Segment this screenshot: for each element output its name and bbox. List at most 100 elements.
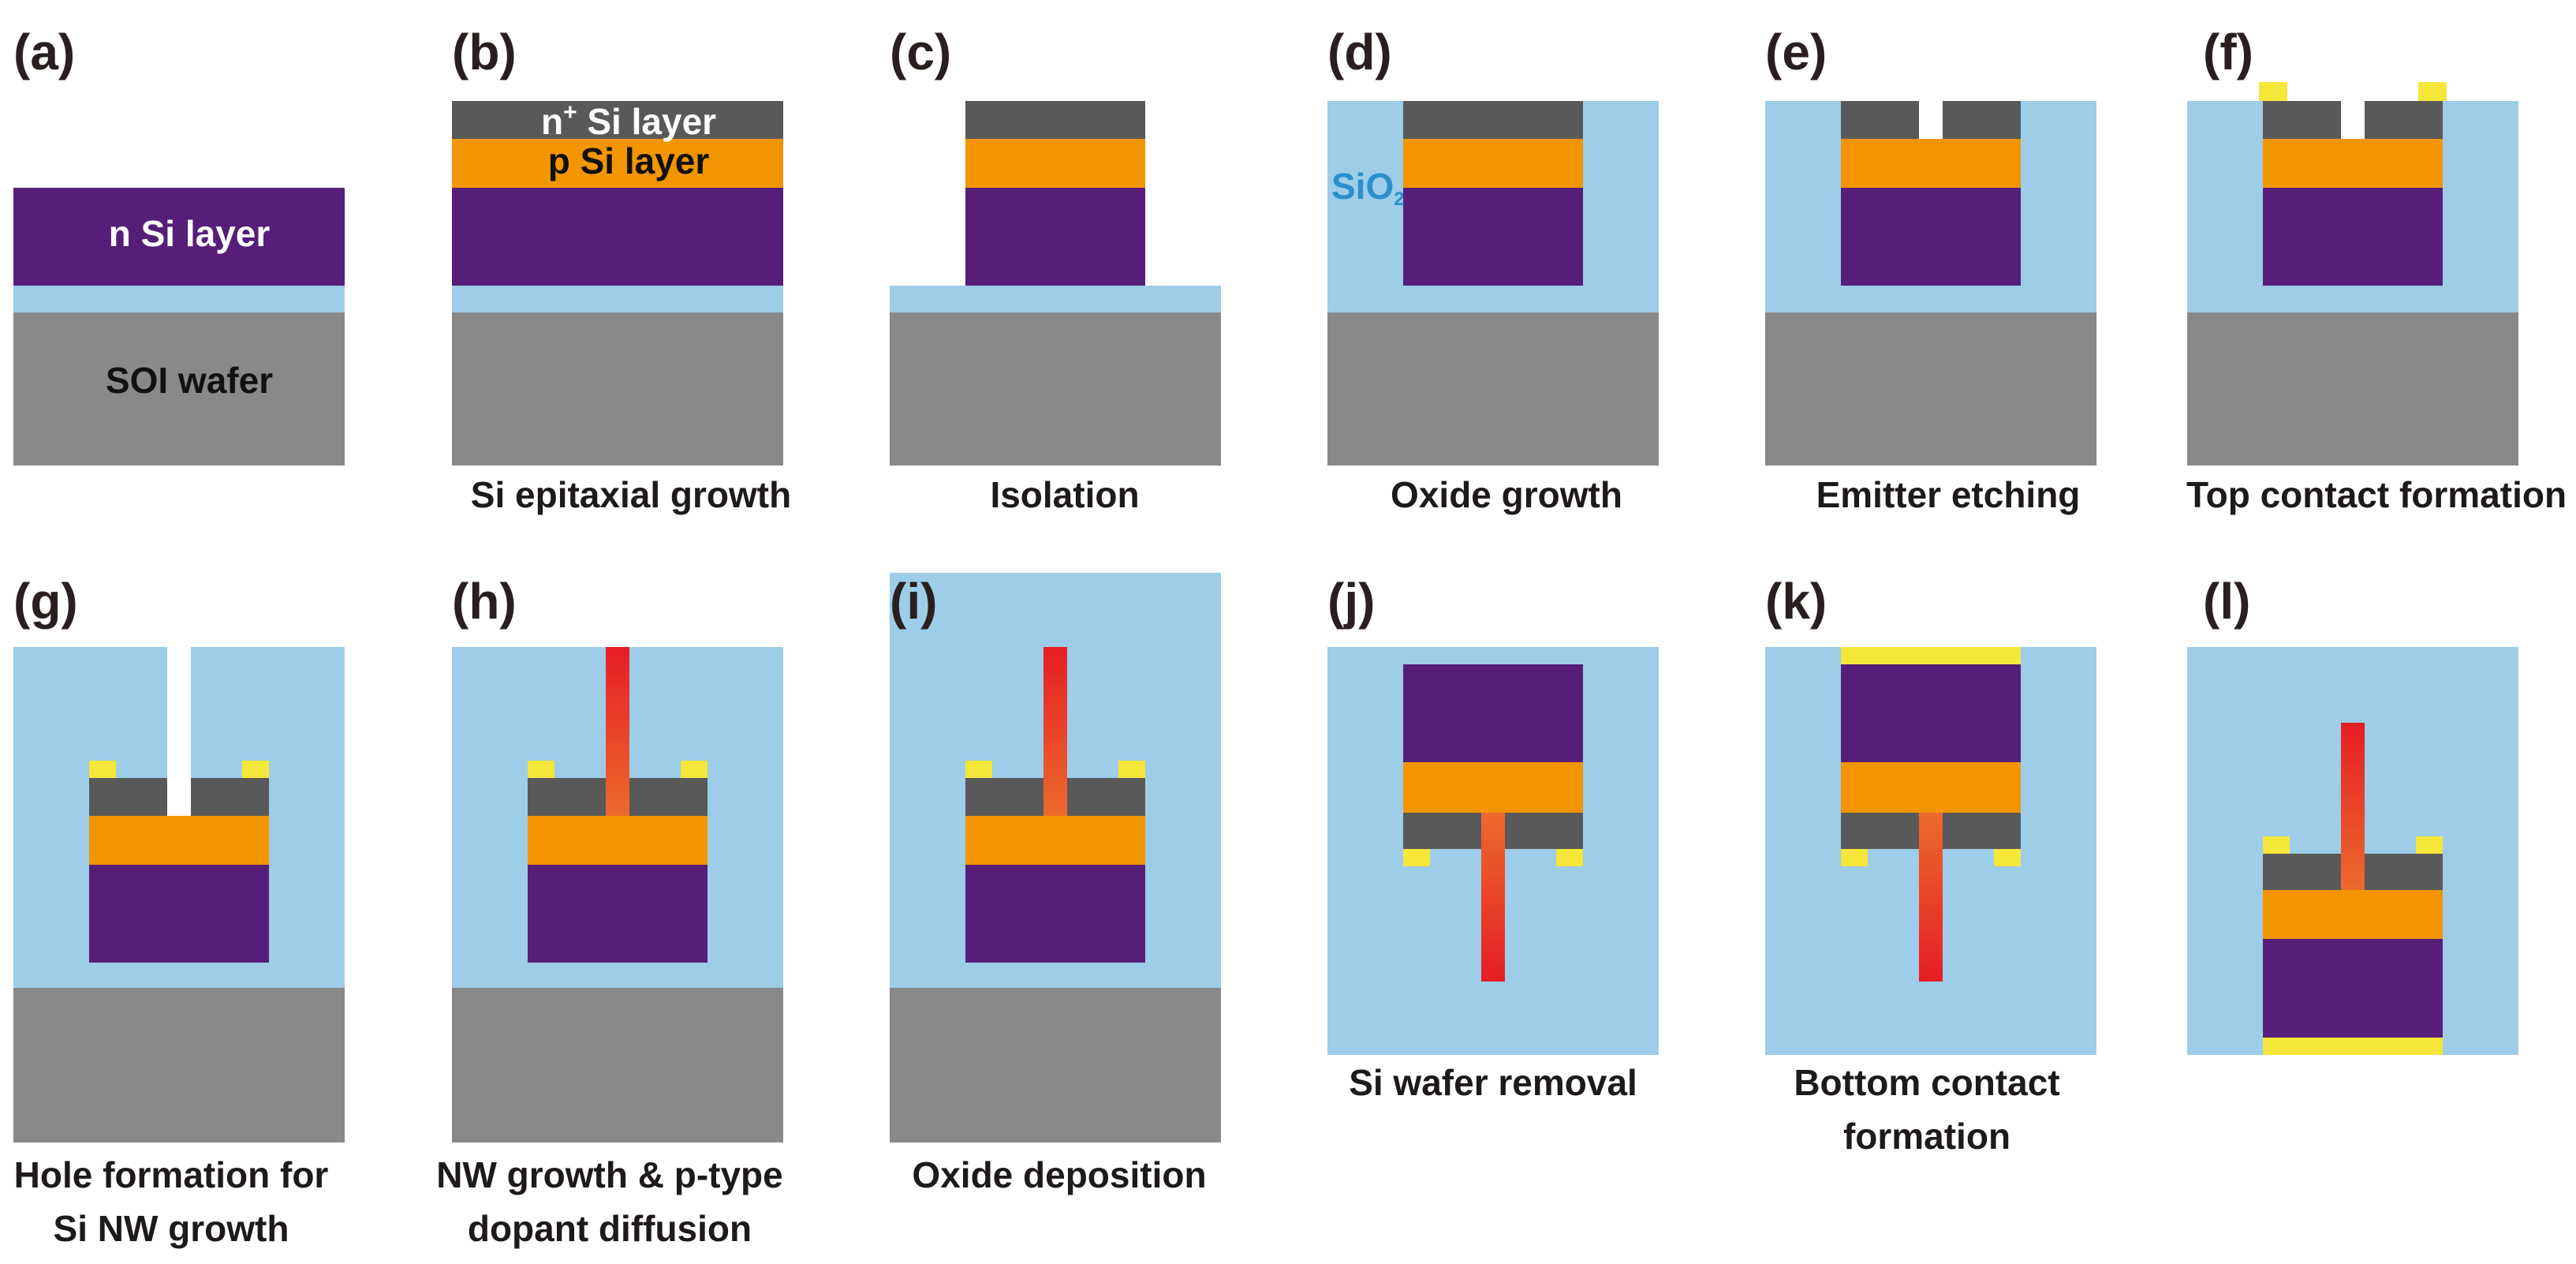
top-contact-left [1841, 849, 1868, 866]
oxide-box-layer [890, 286, 1221, 312]
panel-letter-h: (h) [452, 573, 517, 630]
n-plus-left [1841, 101, 1919, 139]
substrate [13, 988, 345, 1142]
p-si-layer [1403, 762, 1583, 813]
substrate [1327, 312, 1659, 466]
panel-letter-c: (c) [890, 24, 951, 80]
panel-letter-j: (j) [1327, 573, 1375, 630]
top-contact-right [1994, 849, 2021, 866]
caption-i-line1: Oxide deposition [912, 1154, 1206, 1195]
p-si-layer [452, 139, 783, 188]
n-plus-mesa [1403, 101, 1583, 139]
substrate [890, 988, 1221, 1142]
panel-letter-a: (a) [13, 24, 75, 80]
n-plus-left [1403, 813, 1481, 849]
n-plus-left [965, 778, 1043, 816]
top-contact-right [1118, 761, 1145, 778]
top-contact-right [1556, 849, 1583, 866]
substrate [2187, 312, 2518, 466]
panel-letter-l: (l) [2203, 573, 2250, 630]
panel-letter-e: (e) [1765, 24, 1827, 80]
top-contact-right [681, 761, 707, 778]
panel-letter-b: (b) [452, 24, 517, 80]
panel-letter-g: (g) [13, 573, 78, 630]
n-plus-left [89, 778, 167, 816]
top-contact-left [528, 761, 554, 778]
n-si-mesa [1403, 188, 1583, 286]
panel-letter-d: (d) [1327, 24, 1392, 80]
bottom-contact [1841, 647, 2021, 664]
caption-c-line1: Isolation [990, 474, 1139, 515]
caption-b-line1: Si epitaxial growth [471, 474, 791, 515]
caption-d-line1: Oxide growth [1391, 474, 1622, 515]
soi-wafer-label: SOI wafer [106, 360, 273, 401]
caption-k-line1: Bottom contact [1794, 1062, 2059, 1103]
n-si-mesa [528, 865, 707, 963]
p-si-mesa [965, 139, 1145, 188]
caption-g-line1: Hole formation for [14, 1154, 329, 1195]
n-plus-right [1943, 813, 2021, 849]
n-si-layer-label: n Si layer [109, 213, 271, 254]
n-plus-right [2365, 101, 2443, 139]
n-plus-si-layer [452, 101, 783, 139]
top-contact-right [2416, 836, 2443, 854]
substrate [890, 312, 1221, 466]
n-plus-left [2263, 101, 2341, 139]
top-contact-left [1403, 849, 1430, 866]
si-nanowire [1043, 647, 1067, 816]
n-plus-right [629, 778, 707, 816]
substrate [452, 988, 783, 1142]
n-si-layer [2263, 939, 2443, 1038]
bottom-contact [2263, 1038, 2443, 1055]
panel-letter-f: (f) [2203, 24, 2253, 80]
n-si-mesa [965, 188, 1145, 286]
top-contact-left [2259, 82, 2287, 101]
p-si-layer [1841, 762, 2021, 813]
n-plus-left [2263, 854, 2341, 890]
p-si-mesa [528, 816, 707, 865]
n-si-mesa [1841, 188, 2021, 286]
p-si-mesa [89, 816, 269, 865]
n-plus-right [1505, 813, 1583, 849]
panel-letter-k: (k) [1765, 573, 1827, 630]
caption-e-line1: Emitter etching [1816, 474, 2081, 515]
substrate [1765, 312, 2096, 466]
n-si-mesa [89, 865, 269, 963]
caption-h-line1: NW growth & p-type [436, 1154, 783, 1195]
si-nanowire [2341, 723, 2365, 890]
p-si-mesa [1403, 139, 1583, 188]
panel-letter-i: (i) [890, 573, 937, 630]
oxide-box-layer [13, 286, 345, 312]
top-contact-right [2418, 82, 2447, 101]
emitter-opening [1919, 101, 1943, 139]
substrate [452, 312, 783, 466]
p-si-layer-label: p Si layer [548, 140, 710, 181]
p-si-mesa [1841, 139, 2021, 188]
n-si-layer [1403, 664, 1583, 762]
n-plus-right [2365, 854, 2443, 890]
si-nanowire [606, 647, 629, 816]
n-si-mesa [2263, 188, 2443, 286]
si-nanowire [1481, 813, 1505, 982]
n-si-layer [13, 188, 345, 286]
caption-g-line2: Si NW growth [54, 1208, 289, 1249]
n-plus-right [191, 778, 269, 816]
n-si-mesa [965, 865, 1145, 963]
p-si-mesa [2263, 139, 2443, 188]
top-contact-left [89, 761, 116, 778]
nw-growth-hole [167, 647, 191, 816]
top-contact-left [2263, 836, 2290, 854]
n-si-layer [1841, 664, 2021, 762]
n-plus-left [1841, 813, 1919, 849]
sio2-label: SiO2 [1331, 166, 1405, 210]
n-plus-right [1067, 778, 1145, 816]
soi-wafer-substrate [13, 312, 345, 466]
n-si-layer [452, 188, 783, 286]
p-si-mesa [965, 816, 1145, 865]
emitter-opening [2341, 101, 2365, 139]
caption-j-line1: Si wafer removal [1349, 1062, 1637, 1103]
top-contact-left [965, 761, 992, 778]
si-nanowire [1919, 813, 1943, 982]
caption-f-line1: Top contact formation [2186, 474, 2567, 515]
